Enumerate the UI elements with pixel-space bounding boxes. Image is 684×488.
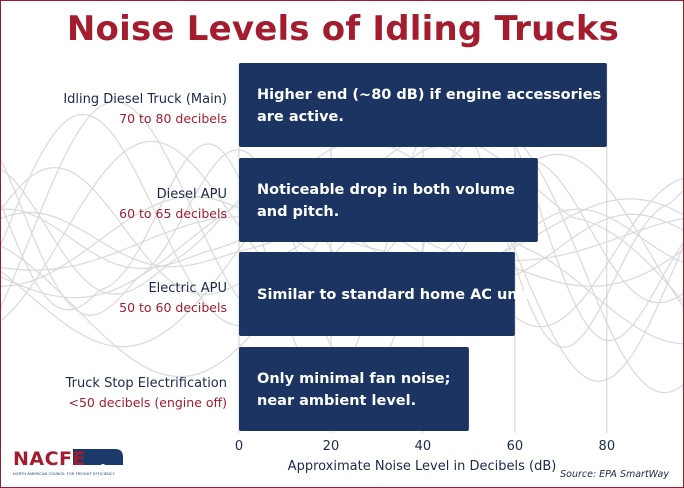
- bar-note: are active.: [257, 109, 344, 125]
- x-tick-label: 0: [235, 439, 243, 454]
- x-tick-label: 80: [599, 439, 616, 454]
- category-label: Electric APU: [148, 281, 227, 296]
- nacfe-logo-icon: [73, 449, 123, 470]
- logo-wordmark: NACFE: [13, 448, 87, 470]
- x-tick-label: 20: [323, 439, 340, 454]
- x-tick-label: 40: [415, 439, 432, 454]
- wave-line: [1, 113, 683, 382]
- x-axis-title: Approximate Noise Level in Decibels (dB): [288, 459, 557, 474]
- category-label: Idling Diesel Truck (Main): [63, 92, 227, 107]
- logo-tagline: NORTH AMERICAN COUNCIL FOR FREIGHT EFFIC…: [13, 472, 115, 476]
- bar-note: Only minimal fan noise;: [257, 371, 450, 387]
- bar-note: and pitch.: [257, 204, 339, 220]
- bar: [239, 63, 607, 147]
- category-range: 60 to 65 decibels: [119, 206, 227, 221]
- category-range: 70 to 80 decibels: [119, 111, 227, 126]
- chart-title: Noise Levels of Idling Trucks: [66, 9, 620, 49]
- bar: [239, 158, 538, 242]
- bar-note: Noticeable drop in both volume: [257, 182, 515, 198]
- bar: [239, 347, 469, 431]
- bar: [239, 252, 515, 336]
- category-range: <50 decibels (engine off): [68, 395, 227, 410]
- category-label: Truck Stop Electrification: [65, 376, 227, 391]
- bar-note: Higher end (~80 dB) if engine accessorie…: [257, 87, 601, 103]
- bar-note: near ambient level.: [257, 393, 416, 409]
- category-label: Diesel APU: [157, 187, 227, 202]
- category-range: 50 to 60 decibels: [119, 300, 227, 315]
- source-note: Source: EPA SmartWay: [560, 469, 669, 480]
- bar-note: Similar to standard home AC unit.: [257, 287, 535, 303]
- x-tick-label: 60: [507, 439, 524, 454]
